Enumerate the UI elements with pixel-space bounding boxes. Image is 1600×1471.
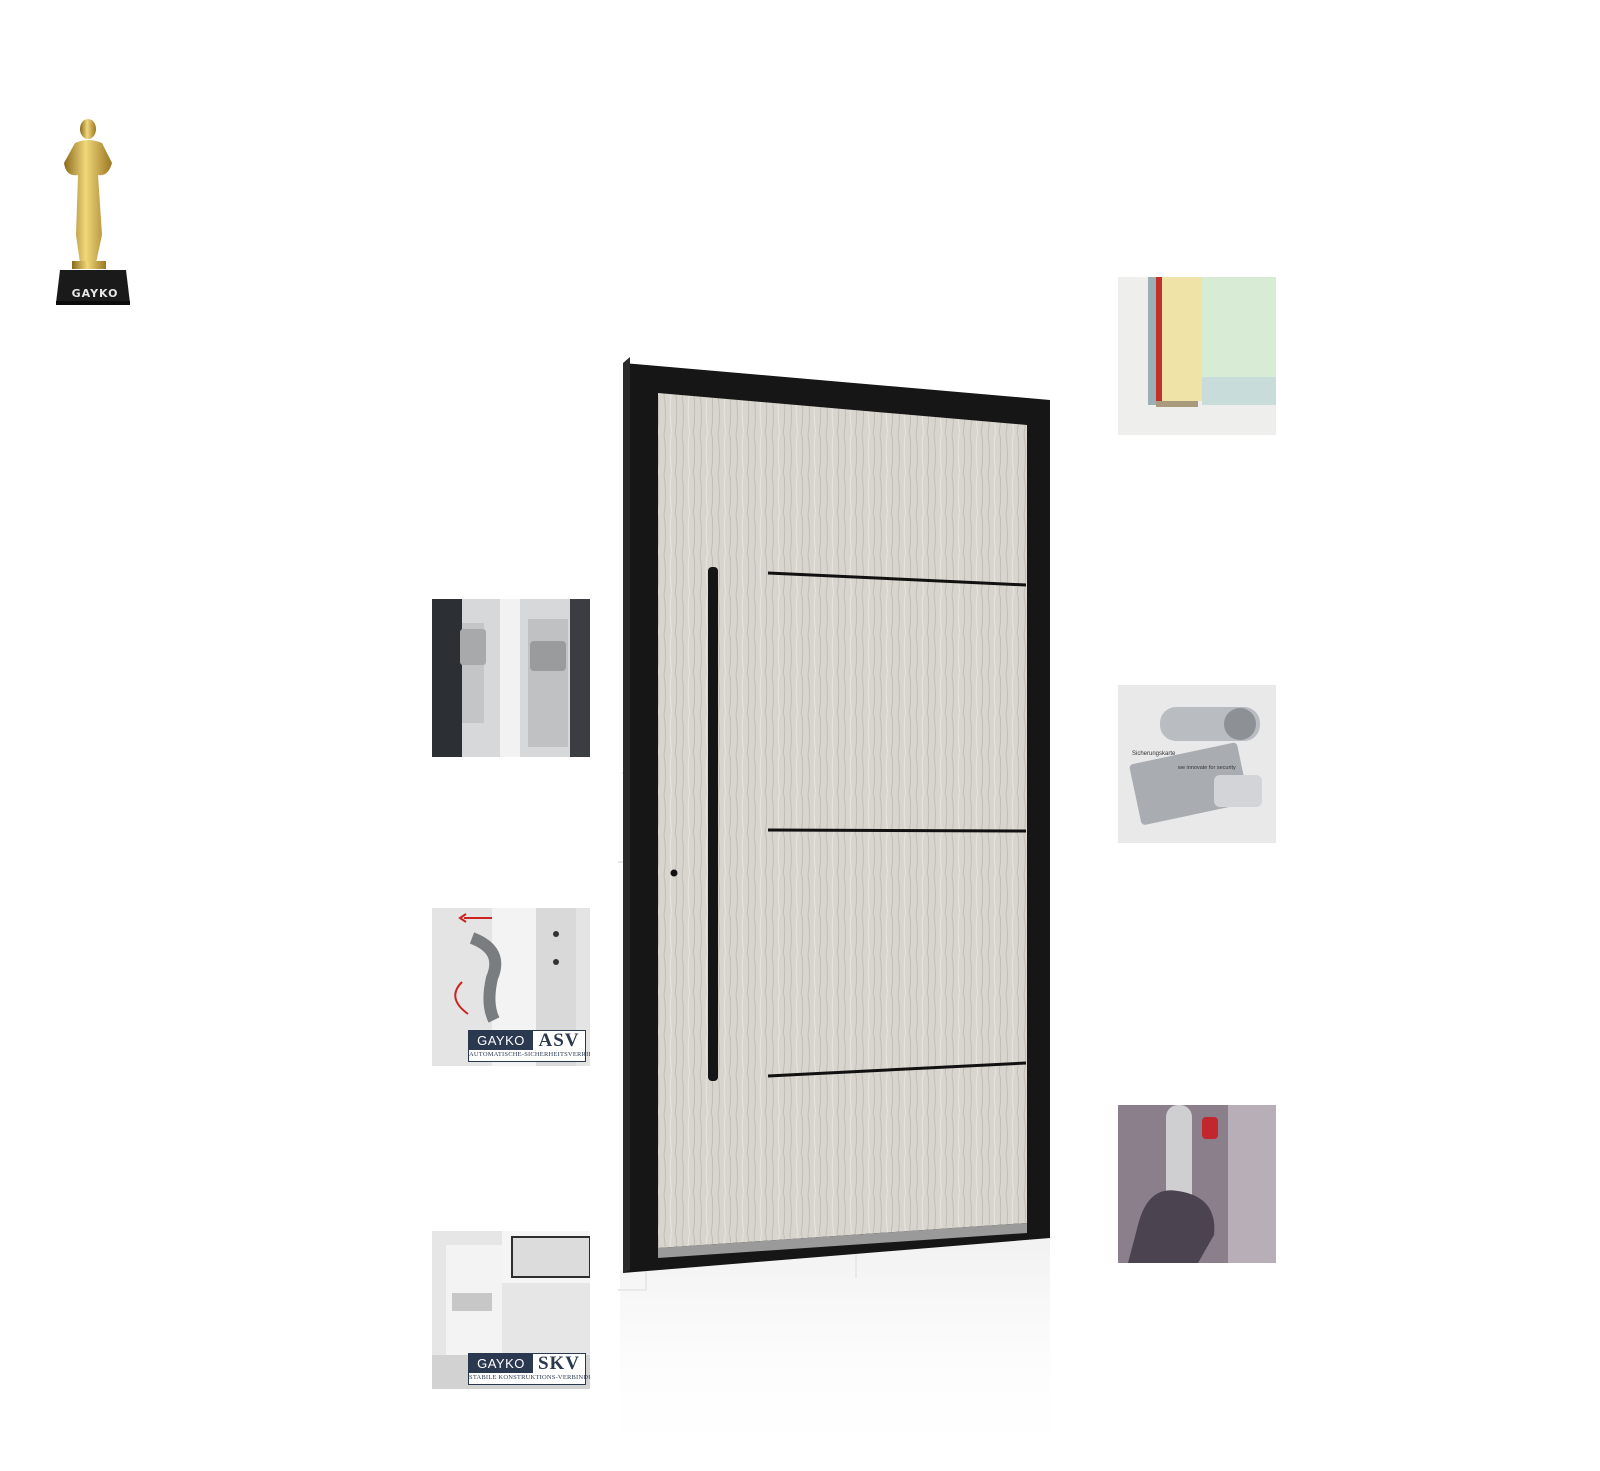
skv-subtitle: STABILE KONSTRUKTIONS-VERBINDUNG [469, 1374, 590, 1381]
security-cylinder-tile: Sicherungskarte we innovate for security [1118, 685, 1276, 843]
skv-code: SKV [533, 1354, 585, 1373]
security-bolts-tile [432, 599, 590, 757]
gayko-skv-badge: GAYKO SKV STABILE KONSTRUKTIONS-VERBINDU… [468, 1353, 590, 1385]
asv-subtitle: AUTOMATISCHE-SICHERHEITSVERRIEGELUNG [469, 1051, 590, 1058]
handle-grip-tile [1118, 1105, 1276, 1263]
gayko-asv-tile: GAYKO ASV AUTOMATISCHE-SICHERHEITSVERRIE… [432, 908, 590, 1066]
trophy-base-label: GAYKO [71, 287, 119, 300]
trophy-award-icon: GAYKO [50, 115, 140, 315]
front-door-illustration [620, 357, 1050, 1471]
card-heading: Sicherungskarte [1132, 751, 1176, 757]
asv-brand: GAYKO [469, 1031, 533, 1050]
skv-brand: GAYKO [469, 1354, 533, 1373]
card-slogan: we innovate for security [1178, 765, 1236, 771]
asv-code: ASV [533, 1031, 585, 1050]
gayko-skv-tile: GAYKO SKV STABILE KONSTRUKTIONS-VERBINDU… [432, 1231, 590, 1389]
gayko-asv-badge: GAYKO ASV AUTOMATISCHE-SICHERHEITSVERRIE… [468, 1030, 590, 1062]
glass-pane-tile [1118, 277, 1276, 435]
